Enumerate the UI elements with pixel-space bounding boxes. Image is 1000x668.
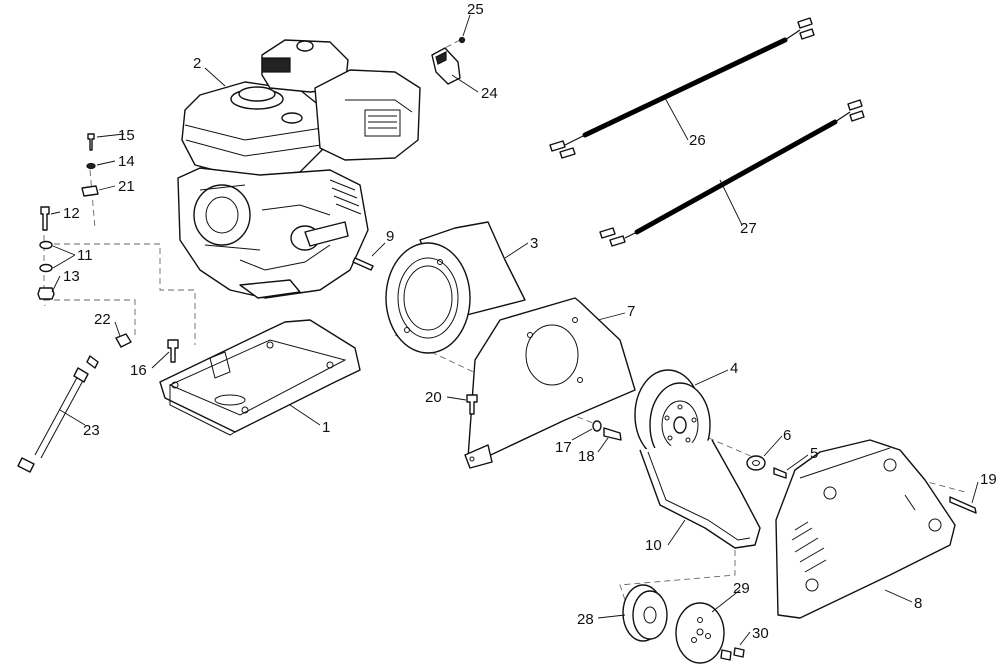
belt-guard-cover: [775, 439, 956, 619]
callout-5: 5: [810, 445, 818, 462]
callout-3: 3: [530, 235, 538, 252]
callout-1: 1: [322, 419, 330, 436]
callout-8: 8: [914, 595, 922, 612]
callout-26: 26: [689, 132, 706, 149]
callout-labels: 1 2 3 4 5 6 7 8 9 10 11 12 13 14 15 16 1…: [63, 1, 997, 642]
callout-25: 25: [467, 1, 484, 18]
callout-10: 10: [645, 537, 662, 554]
callout-2: 2: [193, 55, 201, 72]
pulley-shroud: [385, 221, 526, 354]
callout-18: 18: [578, 448, 595, 465]
callout-21: 21: [118, 178, 135, 195]
hardware: [17, 36, 977, 661]
engine-base-plate: [159, 319, 361, 436]
callout-20: 20: [425, 389, 442, 406]
callout-17: 17: [555, 439, 572, 456]
small-pulley: [622, 584, 668, 642]
callout-24: 24: [481, 85, 498, 102]
callout-6: 6: [783, 427, 791, 444]
drive-pulley: [634, 369, 711, 468]
callout-29: 29: [733, 580, 750, 597]
callout-16: 16: [130, 362, 147, 379]
mounting-bracket: [464, 297, 636, 469]
callout-13: 13: [63, 268, 80, 285]
callout-12: 12: [63, 205, 80, 222]
callout-4: 4: [730, 360, 738, 377]
callout-15: 15: [118, 127, 135, 144]
callout-19: 19: [980, 471, 997, 488]
callout-28: 28: [577, 611, 594, 628]
callout-7: 7: [627, 303, 635, 320]
callout-9: 9: [386, 228, 394, 245]
callout-23: 23: [83, 422, 100, 439]
ground-cables: [549, 17, 865, 247]
callout-leaders: [50, 14, 979, 646]
callout-22: 22: [94, 311, 111, 328]
callout-30: 30: [752, 625, 769, 642]
pulley-flange: [675, 602, 725, 664]
callout-14: 14: [118, 153, 135, 170]
callout-11: 11: [77, 247, 93, 264]
callout-27: 27: [740, 220, 757, 237]
engine-assembly: [177, 39, 421, 299]
drive-belt: [639, 439, 761, 549]
